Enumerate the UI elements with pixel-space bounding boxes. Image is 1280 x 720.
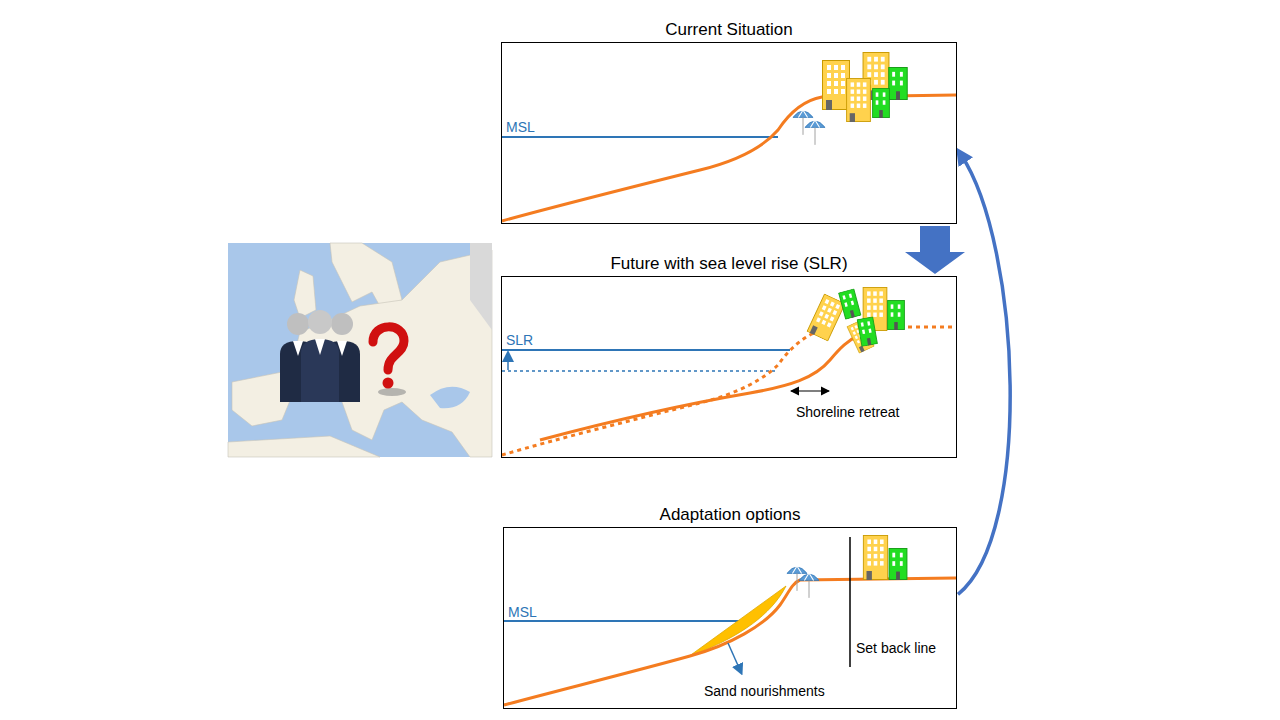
retreat-label: Shoreline retreat	[796, 404, 900, 421]
sea-level-label: SLR	[506, 332, 533, 349]
panel-box: Current SituationMSL	[501, 42, 957, 224]
sea-level-label: MSL	[506, 119, 535, 136]
panel-title: Current Situation	[502, 20, 956, 40]
panel-box: Future with sea level rise (SLR)SLRShore…	[501, 276, 957, 458]
feedback-arrow	[958, 155, 1010, 595]
current-profile	[502, 52, 956, 221]
future-profile	[502, 287, 956, 455]
flow-arrow	[905, 226, 965, 274]
adaptation-profile	[504, 535, 956, 705]
setback-label: Set back line	[856, 640, 936, 657]
question-mark	[373, 327, 406, 396]
nourishment-label: Sand nourishments	[704, 683, 825, 700]
panel-box: Adaptation optionsMSLSet back lineSand n…	[503, 527, 957, 709]
panel-title: Adaptation options	[504, 505, 956, 525]
europe-map	[228, 243, 492, 457]
sea-level-label: MSL	[508, 604, 537, 621]
panel-title: Future with sea level rise (SLR)	[502, 254, 956, 274]
people-icon	[280, 310, 360, 402]
